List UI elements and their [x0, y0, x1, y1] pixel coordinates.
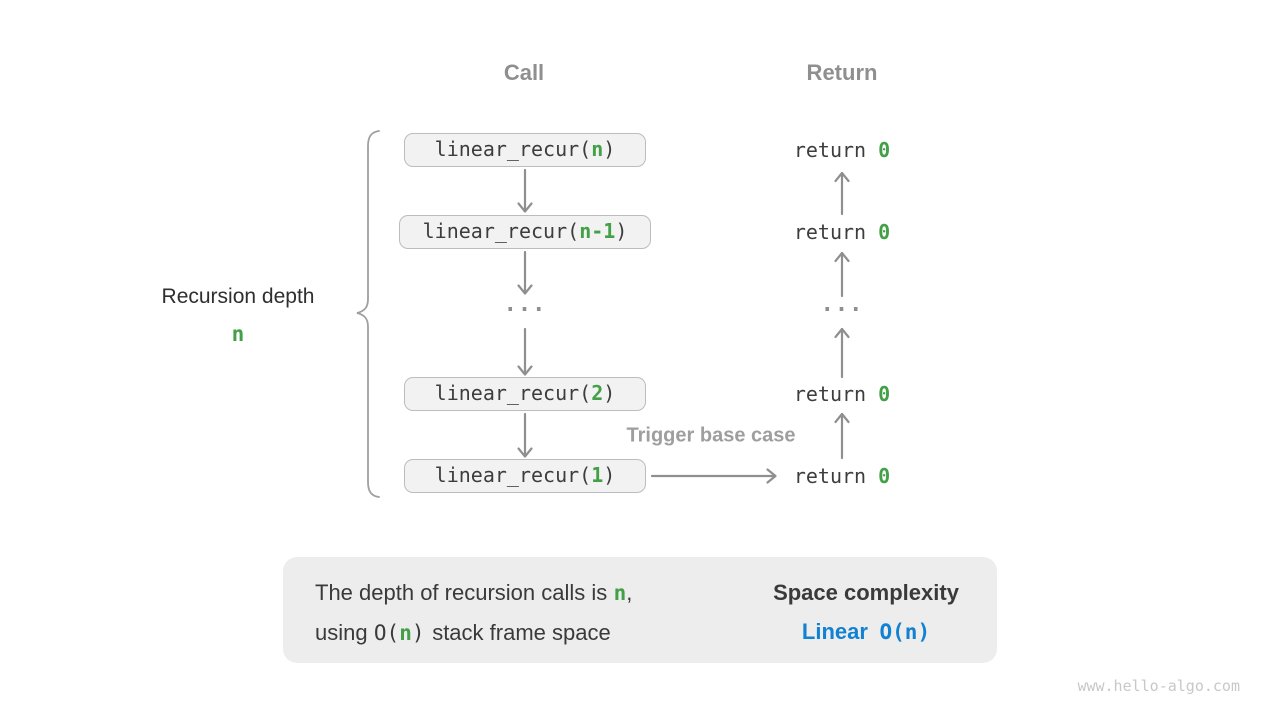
code-text: linear_recur(	[434, 137, 592, 161]
code-var: 2	[591, 381, 604, 405]
return-value: 0	[878, 464, 891, 488]
recursion-depth-brace	[356, 130, 380, 498]
summary-line1-punct: ,	[626, 580, 633, 605]
code-var: n	[591, 137, 604, 161]
code-var: n-1	[579, 219, 616, 243]
return-row: return 0	[794, 464, 890, 488]
code-text: linear_recur(	[422, 219, 580, 243]
notation-close: )	[917, 620, 931, 644]
complexity-word: Linear	[801, 619, 868, 644]
summary-line1-text: The depth of recursion calls is	[315, 580, 608, 605]
call-arrow-1	[517, 168, 533, 213]
return-arrow-1	[834, 171, 850, 216]
code-text: linear_recur(	[434, 381, 592, 405]
return-value: 0	[878, 382, 891, 406]
trigger-base-case-label: Trigger base case	[626, 424, 796, 447]
return-value: 0	[878, 220, 891, 244]
return-keyword: return	[793, 464, 867, 488]
notation-var: n	[904, 620, 918, 644]
call-box-2: linear_recur(2)	[404, 377, 646, 411]
watermark: www.hello-algo.com	[1077, 677, 1240, 695]
call-box-n: linear_recur(n)	[404, 133, 646, 167]
return-ellipsis: ...	[820, 292, 864, 317]
code-var: 1	[591, 463, 604, 487]
code-text: )	[603, 463, 616, 487]
return-arrow-4	[834, 412, 850, 460]
base-case-arrow	[650, 468, 777, 484]
code-text: )	[615, 219, 628, 243]
summary-panel	[283, 557, 997, 663]
recursion-depth-label: Recursion depth	[161, 285, 315, 308]
return-row: return 0	[794, 220, 890, 244]
return-value: 0	[878, 138, 891, 162]
code-text: )	[603, 381, 616, 405]
return-column-header: Return	[806, 60, 878, 85]
return-keyword: return	[793, 138, 867, 162]
return-row: return 0	[794, 382, 890, 406]
code-text: linear_recur(	[434, 463, 592, 487]
call-column-header: Call	[503, 60, 545, 85]
call-arrow-3	[517, 327, 533, 376]
recursion-depth-value: n	[231, 322, 245, 346]
notation-open: O(	[879, 620, 905, 644]
summary-line2-code-close: )	[411, 621, 425, 645]
call-arrow-2	[517, 250, 533, 295]
code-text: )	[603, 137, 616, 161]
call-ellipsis: ...	[503, 292, 547, 317]
summary-line2-var: n	[399, 621, 412, 645]
summary-line2-code-open: O(	[373, 621, 400, 645]
return-keyword: return	[793, 382, 867, 406]
return-row: return 0	[794, 138, 890, 162]
return-arrow-3	[834, 327, 850, 379]
call-arrow-4	[517, 412, 533, 458]
summary-line1-var: n	[613, 581, 627, 605]
return-arrow-2	[834, 251, 850, 298]
space-complexity-title: Space complexity	[773, 580, 959, 605]
return-keyword: return	[793, 220, 867, 244]
space-complexity-result: Space complexity Linear O(n)	[773, 573, 959, 652]
call-box-1: linear_recur(1)	[404, 459, 646, 493]
summary-line2-word: using	[315, 620, 368, 645]
space-complexity-value: Linear O(n)	[773, 612, 959, 652]
call-box-n-1: linear_recur(n-1)	[399, 215, 651, 249]
complexity-notation: O(n)	[879, 620, 930, 644]
summary-line2-rest: stack frame space	[432, 620, 611, 645]
